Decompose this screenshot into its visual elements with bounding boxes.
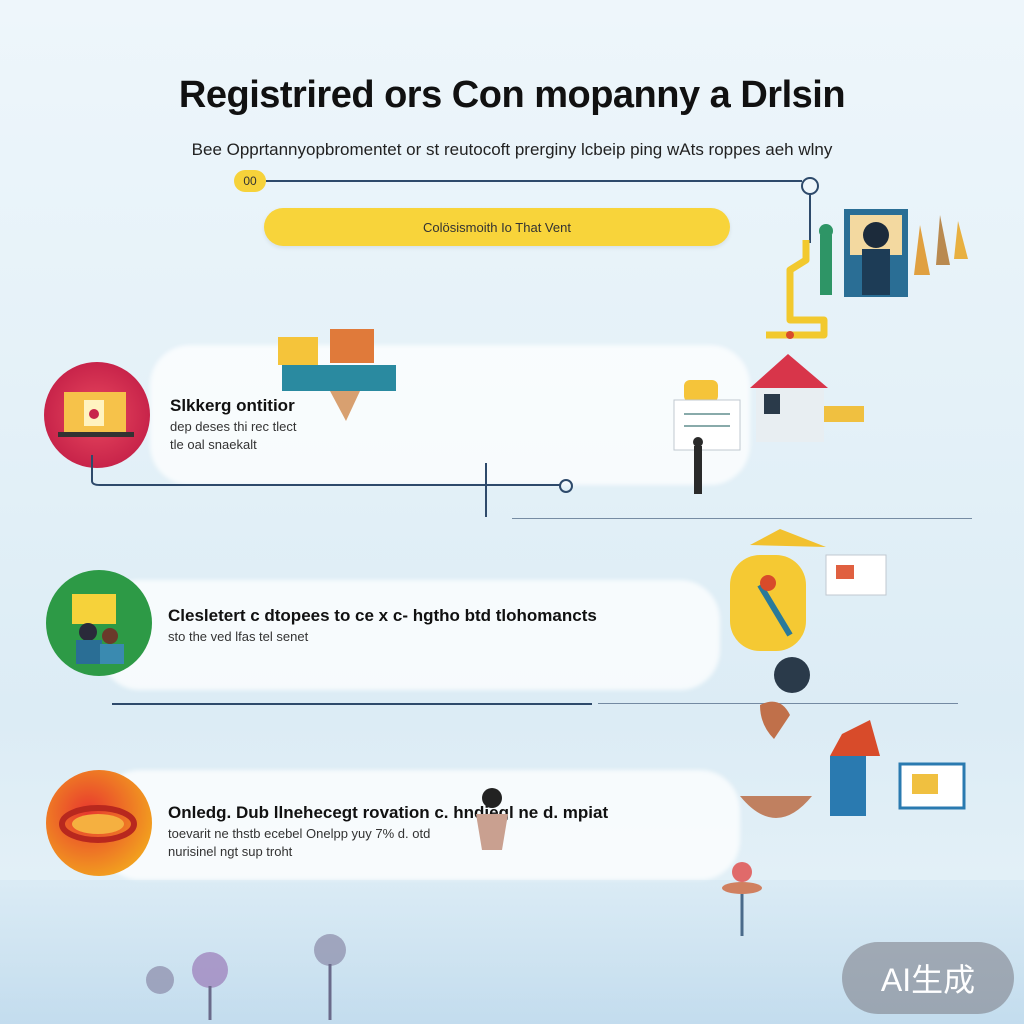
step-1-desc-line2: tle oal snaekalt bbox=[170, 437, 257, 452]
step-3-title: Onledg. Dub llnehecegt rovation c. hndie… bbox=[168, 803, 609, 822]
timeline-connector bbox=[266, 180, 802, 182]
chart-board-icon bbox=[58, 392, 134, 437]
step-2-title: Clesletert c dtopees to ce x c- hgtho bt… bbox=[168, 606, 597, 625]
ring-device-icon bbox=[59, 805, 137, 843]
timeline-connector bbox=[809, 193, 811, 243]
tree-decoration-icon bbox=[146, 934, 346, 1020]
blocks-illustration-icon bbox=[278, 329, 396, 421]
step-2-desc-line1: sto the ved lfas tel senet bbox=[168, 629, 309, 644]
highlight-pill[interactable]: Colösismoith Io That Vent bbox=[264, 208, 730, 246]
page-subtitle: Bee Opprtannyopbromentet or st reutocoft… bbox=[191, 140, 833, 159]
bg-cloud bbox=[150, 345, 750, 485]
lamp-post-icon bbox=[722, 862, 762, 936]
house-illustration-icon bbox=[673, 354, 864, 494]
ai-generated-label: AI生成 bbox=[880, 962, 976, 998]
yellow-pipe-icon bbox=[766, 240, 828, 339]
step-1-circle bbox=[44, 362, 150, 468]
lamp-person-illustration-icon bbox=[730, 529, 887, 739]
bg-cloud bbox=[100, 580, 720, 690]
bowl-illustration-icon bbox=[740, 720, 966, 818]
step-3-desc-line2: nurisinel ngt sup troht bbox=[168, 844, 293, 859]
step-1-connector bbox=[91, 455, 573, 517]
step-3-desc-line1: toevarit ne thstb ecebel Onelpp yuy 7% d… bbox=[168, 826, 431, 841]
timeline-start-label: 00 bbox=[243, 174, 257, 188]
team-illustration-icon bbox=[819, 209, 968, 297]
step-1-desc-line1: dep deses thi rec tlect bbox=[170, 419, 297, 434]
person-figure-icon bbox=[476, 788, 508, 850]
page-title: Registrired ors Con mopanny a Drlsin bbox=[178, 74, 846, 116]
step-2-connector bbox=[112, 703, 592, 705]
bg-cloud bbox=[100, 770, 740, 880]
highlight-pill-label: Colösismoith Io That Vent bbox=[423, 219, 571, 235]
people-group-icon bbox=[72, 594, 124, 664]
step-3-circle bbox=[46, 770, 152, 876]
step-2-circle bbox=[46, 570, 152, 676]
step-1-title: Slkkerg ontitior bbox=[170, 396, 295, 415]
ai-generated-badge: AI生成 bbox=[842, 942, 1014, 1014]
timeline-start-dot: 00 bbox=[234, 170, 266, 192]
divider-line bbox=[512, 518, 972, 519]
